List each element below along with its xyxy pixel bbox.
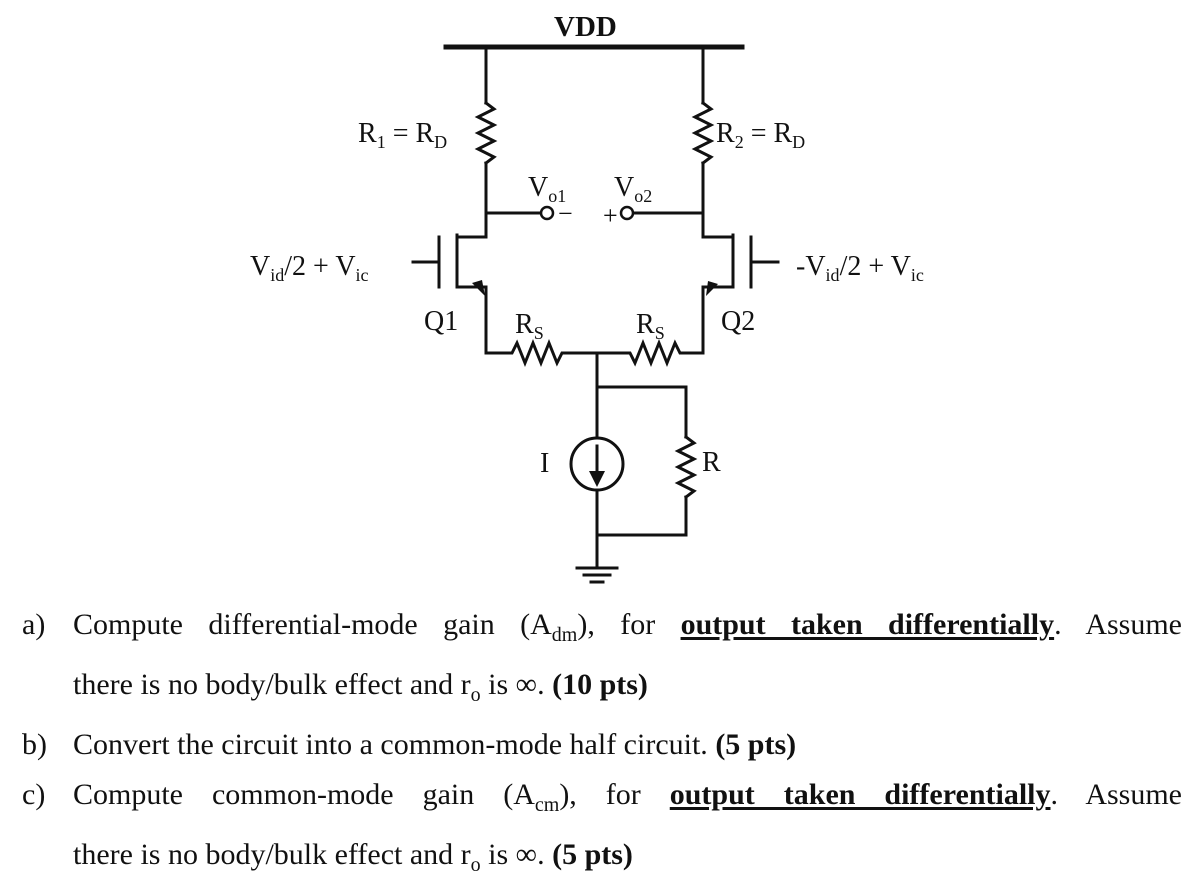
q1-source-lead bbox=[456, 285, 488, 355]
wire-r-bottom bbox=[595, 495, 688, 537]
resistor-r-tail bbox=[674, 434, 698, 500]
vo1-label: Vo1 bbox=[528, 172, 566, 206]
r-tail-label: R bbox=[702, 447, 721, 478]
resistor-rs-right bbox=[595, 338, 705, 368]
question-b-marker: b) bbox=[22, 728, 47, 761]
q1-source-arrow bbox=[472, 280, 485, 296]
vo1-sign: − bbox=[558, 199, 573, 228]
question-b-line-1: Convert the circuit into a common-mode h… bbox=[73, 728, 797, 761]
r1-label: R1 = RD bbox=[358, 118, 447, 152]
question-c-line-2: there is no body/bulk effect and ro is ∞… bbox=[73, 838, 633, 876]
vo1-terminal bbox=[539, 205, 555, 221]
rs-right-label: RS bbox=[636, 309, 665, 343]
question-a: a) Compute differential-mode gain (Adm),… bbox=[22, 600, 1182, 720]
current-source-label: I bbox=[540, 448, 549, 479]
question-list: a) Compute differential-mode gain (Adm),… bbox=[22, 600, 1182, 890]
question-c-line-1: Compute common-mode gain (Acm), for outp… bbox=[73, 778, 1182, 816]
question-a-line-1: Compute differential-mode gain (Adm), fo… bbox=[73, 608, 1182, 646]
question-b: b) Convert the circuit into a common-mod… bbox=[22, 720, 1182, 770]
vin1-label: Vid/2 + Vic bbox=[250, 251, 369, 285]
vdd-label: VDD bbox=[554, 11, 617, 43]
circuit-diagram: VDD R1 = RD R2 = RD Vo1 Vo2 − + Vid/2 + … bbox=[250, 11, 924, 584]
question-c: c) Compute common-mode gain (Acm), for o… bbox=[22, 770, 1182, 890]
resistor-r2 bbox=[691, 100, 715, 166]
rs-left-label: RS bbox=[515, 309, 544, 343]
vo2-label: Vo2 bbox=[614, 172, 652, 206]
q2-drain-lead bbox=[701, 211, 734, 239]
resistor-r1 bbox=[474, 100, 498, 166]
current-source-circle bbox=[569, 436, 625, 492]
q1-label: Q1 bbox=[424, 306, 458, 337]
vo2-terminal bbox=[619, 205, 635, 221]
resistor-rs-left bbox=[484, 338, 599, 368]
vin2-label: -Vid/2 + Vic bbox=[796, 251, 924, 285]
question-a-marker: a) bbox=[22, 608, 46, 641]
question-c-marker: c) bbox=[22, 778, 46, 811]
q2-source-lead bbox=[701, 285, 734, 355]
wire-tail-to-r bbox=[595, 385, 688, 439]
question-a-line-2: there is no body/bulk effect and ro is ∞… bbox=[73, 668, 648, 706]
q1-drain-lead bbox=[456, 211, 488, 239]
q2-label: Q2 bbox=[721, 306, 755, 337]
vo2-sign: + bbox=[603, 201, 618, 230]
q2-source-arrow bbox=[706, 281, 718, 296]
current-source-arrowhead bbox=[589, 471, 605, 487]
r2-label: R2 = RD bbox=[716, 118, 805, 152]
